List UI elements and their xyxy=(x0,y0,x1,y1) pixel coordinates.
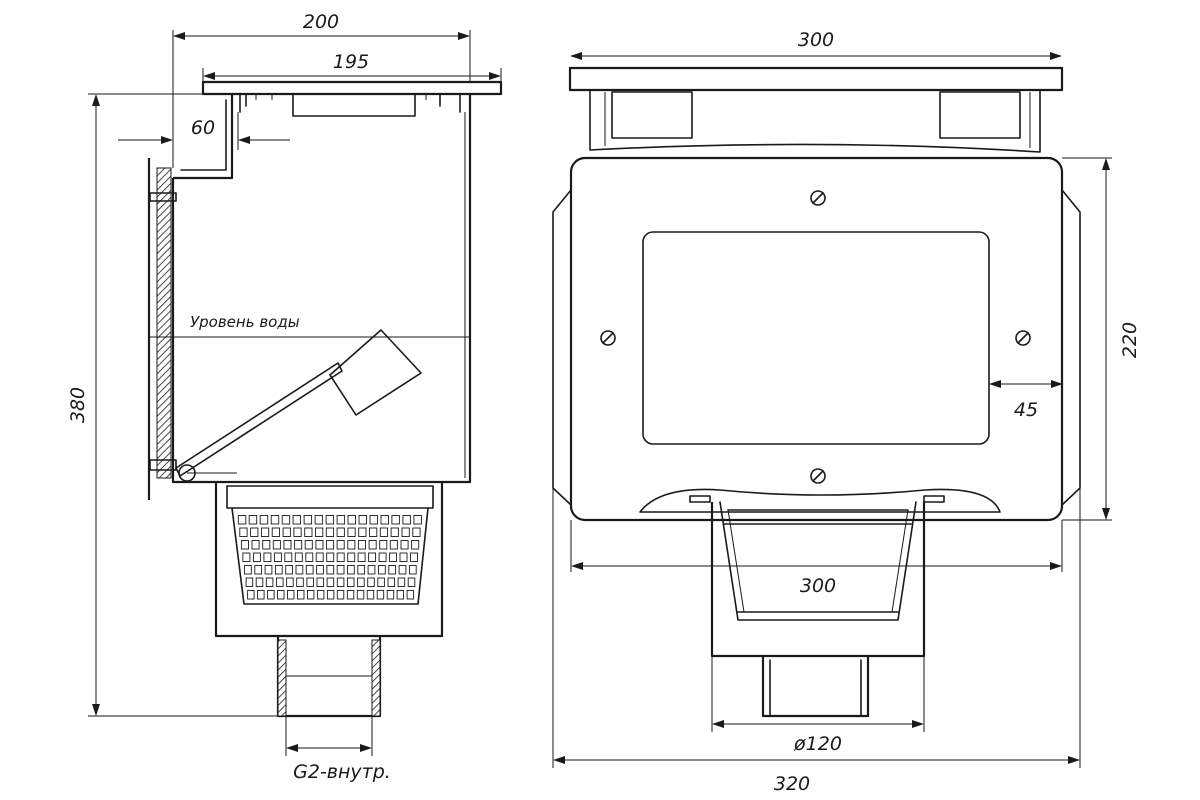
thread-label: G2-внутр. xyxy=(293,761,391,783)
front-top-lug-right xyxy=(939,91,1021,139)
water-level-label: Уровень воды xyxy=(190,313,300,331)
front-mouth xyxy=(639,488,1001,513)
side-flap xyxy=(175,362,343,477)
dim-label-195: 195 xyxy=(333,51,369,73)
side-front-clamp-bottom xyxy=(149,459,177,471)
screw-icon-right xyxy=(1015,330,1031,346)
dim-label-320: 320 xyxy=(774,773,810,795)
front-mouth-clip-right xyxy=(923,495,945,503)
front-wing-right xyxy=(1061,189,1081,506)
side-body-outline xyxy=(171,94,472,484)
side-lid-insert xyxy=(292,93,416,117)
side-body-step xyxy=(173,94,234,180)
front-top-plate xyxy=(568,66,1064,92)
front-basket xyxy=(719,501,917,621)
front-basket-housing xyxy=(710,502,926,658)
screw-icon-top xyxy=(810,190,826,206)
side-outlet-thread-right xyxy=(371,639,381,717)
side-front-clamp-top xyxy=(149,192,177,202)
dim-label-outlet: ø120 xyxy=(793,733,842,755)
front-frame xyxy=(569,156,1064,522)
front-outlet xyxy=(761,656,870,718)
dim-label-380: 380 xyxy=(67,387,89,423)
side-top-flange xyxy=(201,80,503,96)
front-mouth-clip-left xyxy=(689,495,711,503)
dim-label-front-bottom: 300 xyxy=(800,575,836,597)
side-outlet-thread-left xyxy=(277,639,287,717)
screw-icon-left xyxy=(600,330,616,346)
side-flange-pins xyxy=(239,93,461,113)
side-view: Уровень воды 200 195 60 xyxy=(67,11,503,783)
side-basket-housing xyxy=(214,482,444,638)
side-body-inner-step xyxy=(180,99,227,171)
side-front-panel xyxy=(156,167,172,479)
side-basket-rim xyxy=(226,485,434,509)
front-top-body xyxy=(589,89,1041,153)
side-float xyxy=(329,329,422,416)
dim-label-45: 45 xyxy=(1014,399,1038,421)
front-wing-left xyxy=(552,189,572,506)
dim-label-200: 200 xyxy=(303,11,339,33)
dim-label-220: 220 xyxy=(1119,322,1141,358)
side-basket xyxy=(231,507,429,605)
dim-label-60: 60 xyxy=(191,117,215,139)
screw-icon-bottom xyxy=(810,468,826,484)
front-top-lug-left xyxy=(611,91,693,139)
side-basket-grid xyxy=(237,515,422,600)
front-view: 300 220 45 300 ø120 320 xyxy=(552,29,1141,795)
front-window xyxy=(642,231,990,445)
dim-label-front-top: 300 xyxy=(798,29,834,51)
